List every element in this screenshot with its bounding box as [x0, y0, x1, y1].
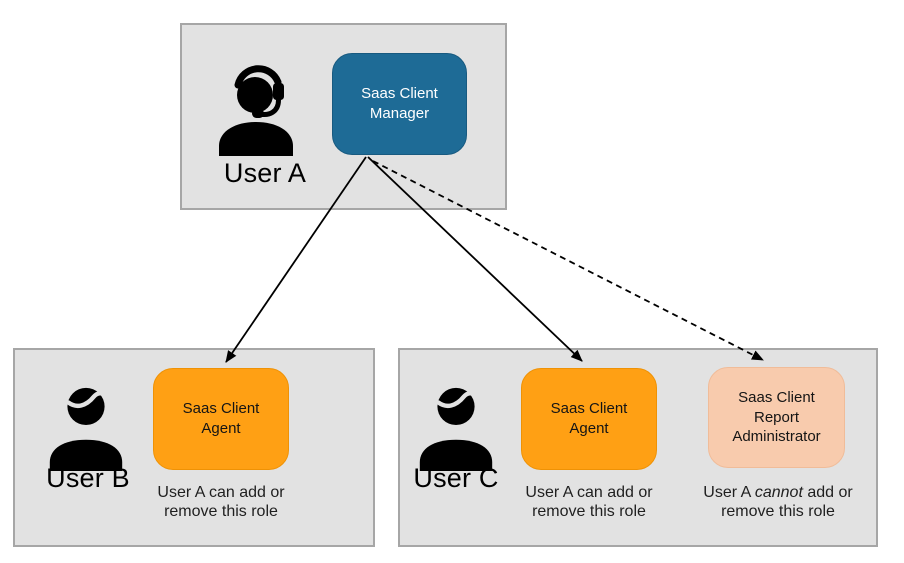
role-box-saas-client-manager: Saas Client Manager — [332, 53, 467, 155]
caption-prefix: User A — [703, 484, 755, 501]
role-label: Saas Client Agent — [550, 400, 628, 437]
person-icon — [49, 387, 123, 472]
role-box-saas-client-agent-userc: Saas Client Agent — [521, 368, 657, 470]
role-label: Saas Client Report Administrator — [732, 388, 821, 446]
role-box-saas-client-report-administrator: Saas Client Report Administrator — [708, 367, 845, 468]
caption-userc-agent: User A can add or remove this role — [525, 484, 653, 520]
caption-userc-report-admin: User A cannot add or remove this role — [697, 483, 859, 521]
role-label: Saas Client Agent — [182, 400, 260, 437]
caption-suffix: add or remove this role — [721, 484, 853, 520]
role-label: Saas Client Manager — [361, 85, 438, 122]
user-c-label: User C — [413, 463, 499, 493]
user-b-label: User B — [46, 463, 130, 493]
caption-userb-agent: User A can add or remove this role — [157, 484, 285, 520]
person-icon — [419, 387, 493, 472]
headset-person-icon — [219, 65, 293, 156]
caption-emphasis: cannot — [754, 484, 803, 501]
role-box-saas-client-agent-userb: Saas Client Agent — [153, 368, 289, 470]
user-a-label: User A — [223, 158, 307, 188]
